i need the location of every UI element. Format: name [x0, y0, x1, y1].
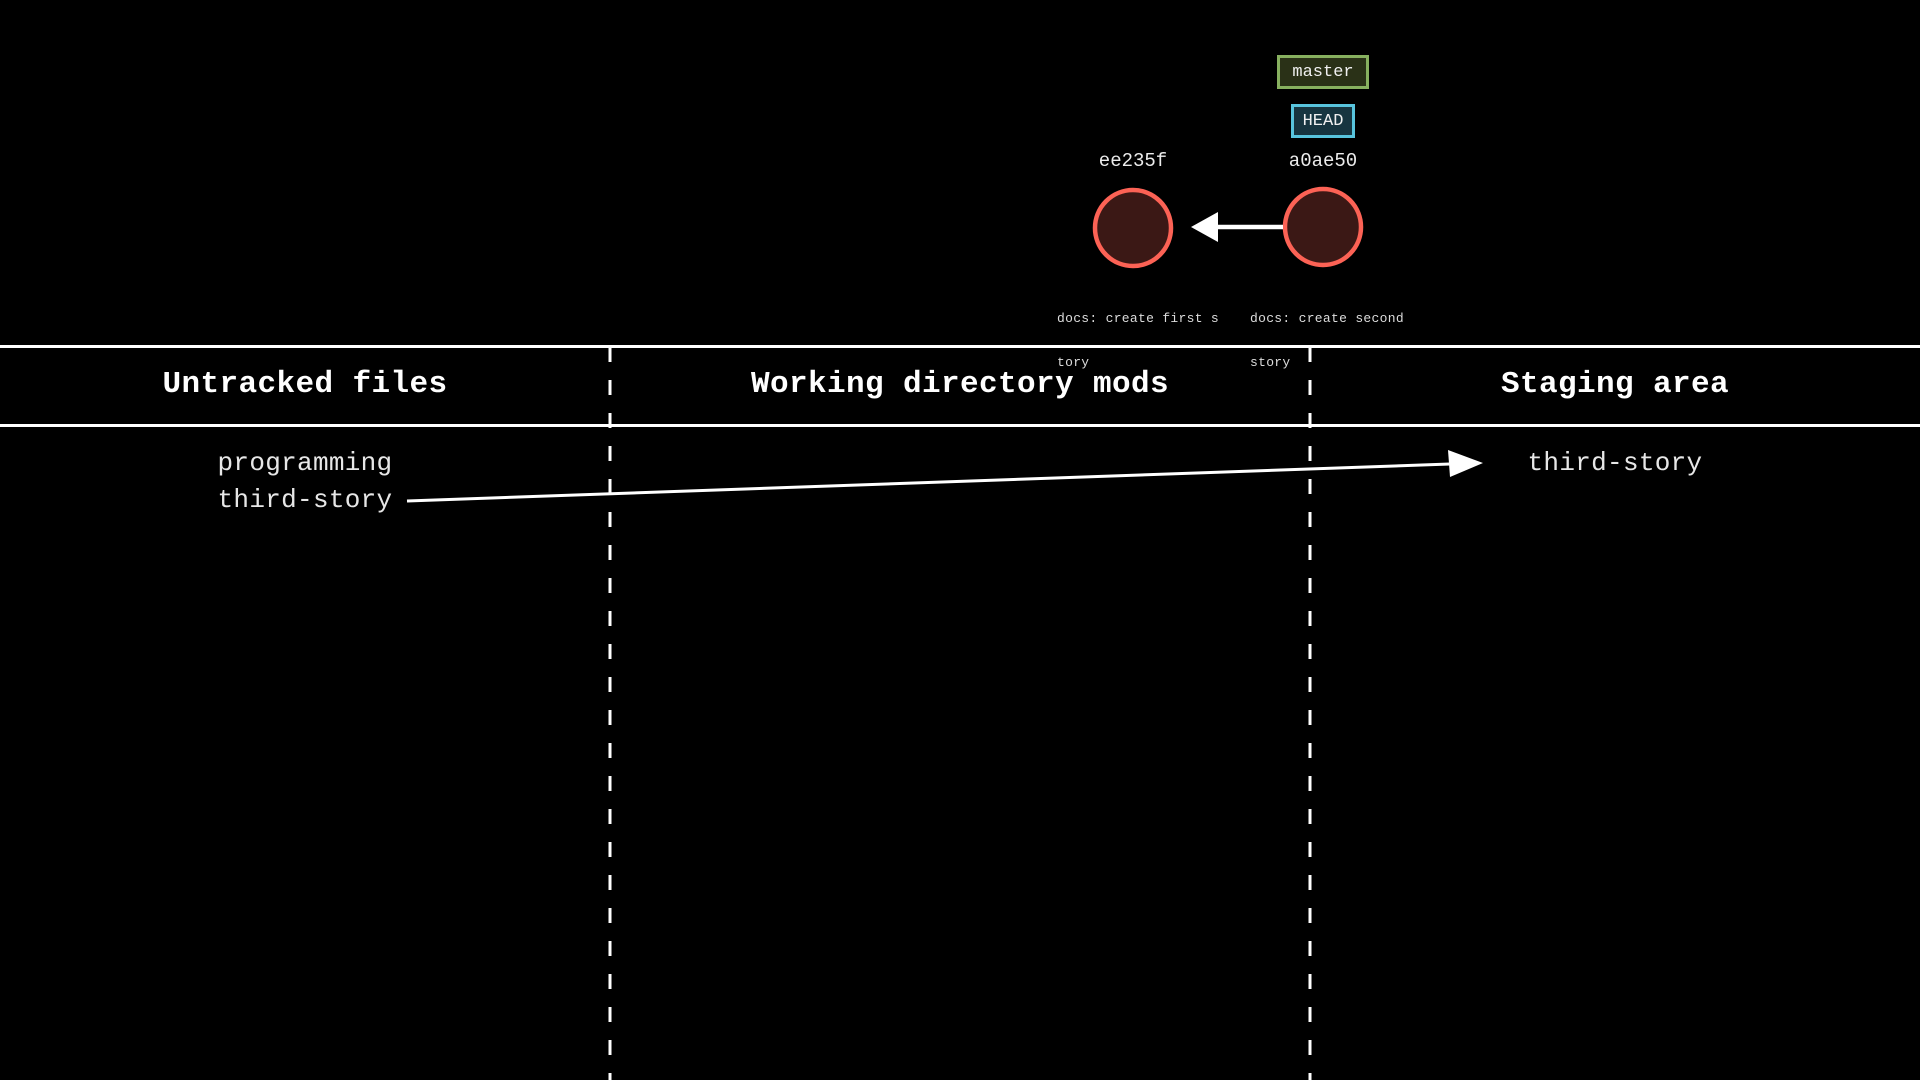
staged-file-third-story: third-story: [1527, 448, 1703, 478]
head-tag: HEAD: [1291, 104, 1355, 138]
table-top-rule: [0, 345, 1920, 348]
stage-file-arrow-head-icon: [1448, 450, 1483, 477]
commit-parent-arrow-head-icon: [1191, 212, 1218, 242]
commit-hash-ee235f: ee235f: [1098, 150, 1168, 172]
commit-hash-a0ae50: a0ae50: [1288, 150, 1358, 172]
table-header-rule: [0, 424, 1920, 427]
head-tag-label: HEAD: [1302, 111, 1344, 131]
commit-node-a0ae50: [1282, 186, 1364, 268]
commit-message-line: tory: [1057, 354, 1090, 370]
untracked-file-programming: programming: [217, 448, 393, 478]
commit-node-ee235f: [1092, 187, 1174, 269]
untracked-file-third-story: third-story: [217, 485, 393, 515]
commit-message-line: docs: create first s: [1057, 311, 1220, 326]
stage-file-arrow-line: [406, 462, 1451, 503]
column-header-working-directory-mods: Working directory mods: [750, 367, 1170, 402]
branch-tag-master: master: [1277, 55, 1369, 89]
commit-message-ee235f: docs: create first s tory: [1057, 283, 1219, 399]
commit-message-line: docs: create second: [1250, 311, 1404, 326]
column-header-staging-area: Staging area: [1500, 367, 1730, 402]
commit-message-line: story: [1250, 354, 1291, 370]
branch-tag-label: master: [1292, 62, 1354, 82]
commit-message-a0ae50: docs: create second story: [1250, 283, 1404, 399]
column-header-untracked-files: Untracked files: [162, 367, 448, 402]
